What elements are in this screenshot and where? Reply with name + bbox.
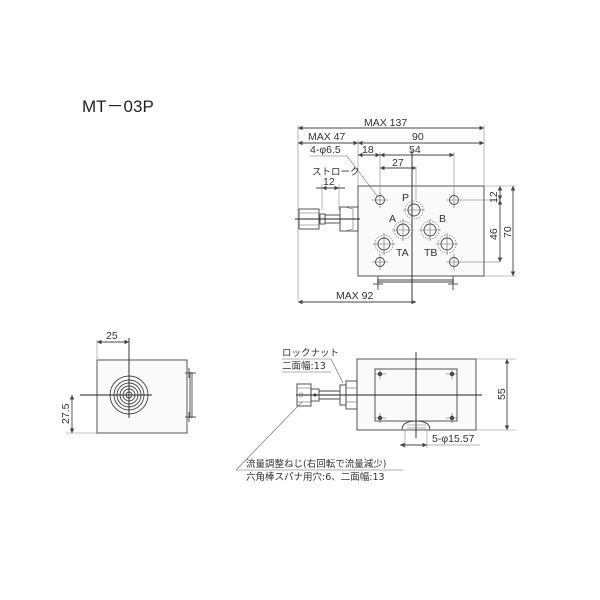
flow-adjuster-side [296, 380, 358, 410]
port-ta-icon [373, 233, 395, 255]
rail-bolt-icon [373, 276, 383, 290]
hex-wrench-note: 六角棒スパナ用穴:6、二面幅:13 [246, 471, 385, 483]
port-label-p: P [402, 192, 409, 204]
dim-27-5: 27.5 [60, 403, 72, 424]
dim-25: 25 [106, 330, 118, 342]
dim-stroke-12: 12 [323, 176, 335, 188]
bolt-icon [375, 413, 386, 423]
adjust-screw-note: 流量調整ねじ(右回転で流量減少) [246, 458, 386, 470]
port-label-tb: TB [424, 247, 437, 259]
port-p-icon [403, 200, 425, 220]
port-label-b: B [439, 213, 446, 225]
bolt-icon [446, 369, 457, 379]
port-b-icon [419, 219, 441, 241]
dim-27: 27 [392, 157, 404, 169]
dim-70: 70 [502, 226, 514, 238]
dim-max-137: MAX 137 [364, 117, 407, 129]
dim-max-47: MAX 47 [308, 131, 346, 143]
port-tb-icon [436, 233, 458, 255]
locknut-label: ロックナット [282, 348, 339, 359]
valve-body-front [96, 359, 188, 434]
top-view: P A B TA TB MAX 137 MAX 47 90 18 54 27 4… [295, 117, 516, 305]
rail-bolt-icon [185, 412, 196, 422]
bolt-icon [446, 413, 457, 423]
dim-90: 90 [412, 131, 424, 143]
mount-hole-icon [372, 254, 388, 270]
dim-max-92: MAX 92 [336, 290, 374, 302]
mount-hole-icon [446, 254, 500, 270]
stroke-label: ストローク [312, 167, 360, 178]
locknut-width-label: 二面幅:13 [282, 360, 326, 372]
dim-holes: 4-φ6.5 [310, 144, 341, 156]
dim-55: 55 [496, 388, 508, 400]
dim-12-right: 12 [488, 191, 500, 203]
oring-icon [401, 420, 431, 431]
model-title: MT－03P [82, 97, 154, 116]
dim-46: 46 [488, 228, 500, 240]
rail-bolt-icon [448, 276, 458, 290]
rail-bolt-icon [185, 368, 196, 378]
side-view: ロックナット 二面幅:13 55 5-φ15.57 流量調整ねじ(右回転で流量減… [235, 348, 516, 483]
port-a-icon [392, 219, 414, 241]
front-view: 25 27.5 [60, 330, 196, 434]
bolt-icon [375, 369, 386, 379]
dim-18: 18 [362, 144, 374, 156]
port-label-ta: TA [396, 247, 409, 259]
dim-oring: 5-φ15.57 [432, 433, 475, 445]
port-label-a: A [389, 213, 396, 225]
dim-54: 54 [409, 144, 421, 156]
